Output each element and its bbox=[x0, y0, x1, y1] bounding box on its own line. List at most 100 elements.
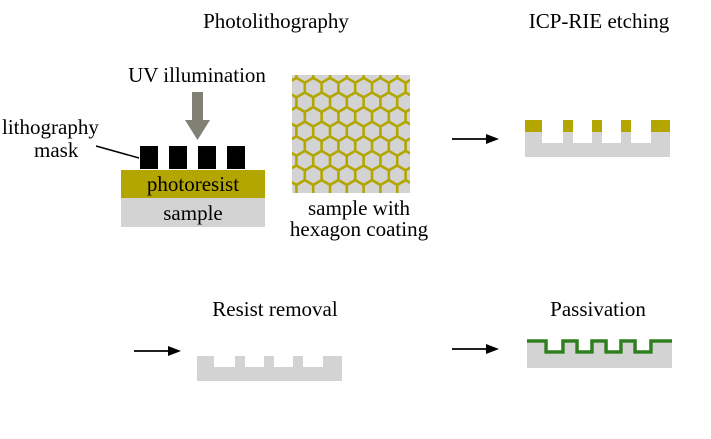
title-photolithography: Photolithography bbox=[203, 9, 349, 33]
hexagon-coating-label-line1: sample with bbox=[308, 196, 411, 220]
hexagon-cell bbox=[356, 108, 371, 125]
hexagon-cell bbox=[364, 123, 380, 140]
hexagon-cell bbox=[390, 137, 405, 155]
hexagon-cell bbox=[381, 181, 396, 193]
hexagon-cell bbox=[292, 154, 296, 167]
hexagon-cell bbox=[306, 167, 321, 184]
resist-cap bbox=[592, 120, 602, 132]
hexagon-cell bbox=[314, 181, 329, 193]
hexagon-cell bbox=[322, 137, 338, 155]
hexagon-cell bbox=[292, 75, 296, 79]
uv-illumination-label: UV illumination bbox=[128, 63, 266, 87]
hexagon-cell bbox=[348, 94, 363, 111]
hexagon-cell bbox=[292, 79, 304, 96]
photoresist-layer bbox=[121, 170, 265, 198]
hexagon-cell bbox=[390, 79, 405, 96]
lithography-mask-label-line1: lithography bbox=[2, 115, 99, 139]
hexagon-cell bbox=[292, 137, 304, 155]
mask-block bbox=[227, 146, 245, 169]
resist-cap bbox=[525, 120, 542, 132]
hexagon-cell bbox=[322, 79, 338, 96]
hexagon-cell bbox=[331, 94, 346, 111]
etched-sample bbox=[197, 356, 342, 381]
resist-cap bbox=[563, 120, 573, 132]
hexagon-cell bbox=[292, 125, 296, 138]
sample-layer bbox=[121, 198, 265, 227]
mask-pointer-line bbox=[95, 145, 140, 159]
hexagon-cell bbox=[373, 108, 388, 125]
hexagon-cell bbox=[406, 81, 410, 94]
passivated-sample bbox=[527, 339, 672, 368]
hexagon-cell bbox=[297, 123, 312, 140]
hexagon-cell bbox=[348, 181, 363, 193]
hexagon-cell bbox=[292, 96, 296, 109]
title-passivation: Passivation bbox=[550, 297, 646, 321]
hexagon-cell bbox=[292, 183, 296, 193]
hexagon-cell bbox=[364, 152, 380, 169]
hexagon-cell bbox=[356, 79, 371, 96]
hexagon-cell bbox=[292, 167, 304, 184]
resist-cap bbox=[651, 120, 670, 132]
etched-sample-with-resist bbox=[525, 120, 670, 157]
hexagon-cell bbox=[331, 75, 346, 82]
hexagon-cell bbox=[356, 137, 371, 155]
arrow-to-passivation bbox=[452, 344, 499, 354]
hexagon-cell bbox=[348, 152, 363, 169]
hexagon-cell bbox=[398, 94, 410, 111]
hexagon-cell bbox=[331, 181, 346, 193]
hexagon-cell bbox=[339, 137, 354, 155]
hexagon-coating-label-line2: hexagon coating bbox=[290, 217, 429, 241]
hexagon-cell bbox=[381, 152, 396, 169]
resist-cap bbox=[621, 120, 631, 132]
hexagon-cell bbox=[339, 167, 354, 184]
hexagon-cell bbox=[406, 140, 410, 152]
hexagon-cell bbox=[373, 137, 388, 155]
hexagon-cell bbox=[398, 181, 410, 193]
hexagon-cell bbox=[339, 79, 354, 96]
hexagon-cell bbox=[390, 167, 405, 184]
hexagon-cell bbox=[314, 75, 329, 82]
hexagon-cell bbox=[314, 123, 329, 140]
hexagon-cell bbox=[373, 79, 388, 96]
hexagon-cell bbox=[297, 181, 312, 193]
mask-block bbox=[140, 146, 158, 169]
hexagon-cell bbox=[314, 94, 329, 111]
hexagon-cell bbox=[381, 123, 396, 140]
sample-label: sample bbox=[163, 201, 222, 225]
hexagon-coating-pattern bbox=[289, 75, 410, 212]
hexagon-cell bbox=[306, 79, 321, 96]
hexagon-cell bbox=[297, 152, 312, 169]
hexagon-cell bbox=[406, 110, 410, 123]
hexagon-cell bbox=[348, 75, 363, 82]
mask-block bbox=[169, 146, 187, 169]
photoresist-label: photoresist bbox=[147, 172, 239, 196]
hexagon-cell bbox=[314, 152, 329, 169]
mask-block bbox=[198, 146, 216, 169]
hexagon-cell bbox=[381, 75, 396, 82]
hexagon-cell bbox=[390, 108, 405, 125]
hexagon-cell bbox=[297, 75, 312, 82]
hexagon-cell bbox=[364, 94, 380, 111]
hexagon-cell bbox=[398, 152, 410, 169]
hexagon-cell bbox=[398, 75, 410, 82]
title-etching: ICP-RIE etching bbox=[529, 9, 670, 33]
hexagon-cell bbox=[364, 181, 380, 193]
hexagon-cell bbox=[289, 196, 303, 212]
hexagon-cell bbox=[322, 167, 338, 184]
arrow-to-resist-removal bbox=[134, 346, 181, 356]
hexagon-cell bbox=[292, 108, 304, 125]
hexagon-cell bbox=[331, 152, 346, 169]
hexagon-cell bbox=[398, 123, 410, 140]
hexagon-cell bbox=[339, 108, 354, 125]
hexagon-cell bbox=[406, 169, 410, 182]
hexagon-cell bbox=[348, 123, 363, 140]
hexagon-cell bbox=[306, 108, 321, 125]
uv-arrow bbox=[185, 92, 210, 140]
hexagon-cell bbox=[373, 167, 388, 184]
hexagon-cell bbox=[297, 94, 312, 111]
hexagon-cell bbox=[364, 75, 380, 82]
hexagon-cell bbox=[356, 167, 371, 184]
title-resist-removal: Resist removal bbox=[212, 297, 338, 321]
